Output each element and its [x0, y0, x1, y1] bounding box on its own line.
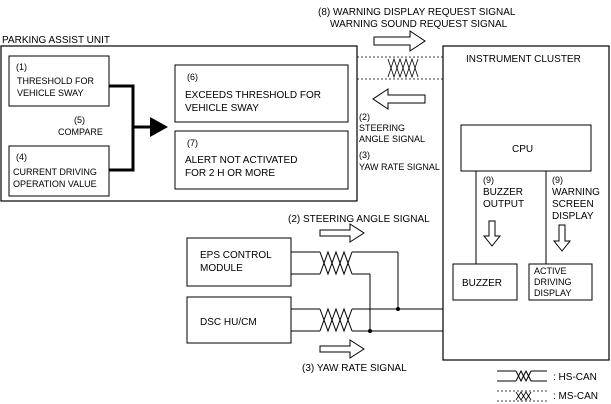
- eps-line2: MODULE: [200, 263, 243, 274]
- steering-signal-line1: STEERING: [359, 123, 405, 133]
- exceeds-threshold-number: (6): [187, 72, 198, 82]
- dsc-hs-can-link: [291, 307, 443, 333]
- legend-ms-can-label: : MS-CAN: [553, 391, 598, 402]
- warning-display-line1: WARNING: [552, 187, 600, 198]
- compare-label: COMPARE: [58, 127, 103, 137]
- active-driving-line2: DRIVING: [534, 277, 572, 287]
- legend-hs-can-symbol: [497, 369, 547, 383]
- alert-not-activated-box: [174, 130, 349, 190]
- ms-can-link: [357, 56, 443, 80]
- current-driving-line2: OPERATION VALUE: [13, 179, 97, 189]
- instrument-cluster-box: [442, 45, 610, 361]
- buzzer-output-arrow: [482, 220, 502, 247]
- warning-request-signal-label: (8) WARNING DISPLAY REQUEST SIGNAL: [318, 7, 516, 18]
- alert-not-activated-line1: ALERT NOT ACTIVATED: [185, 155, 297, 166]
- cpu-label: CPU: [512, 144, 533, 155]
- buzzer-output-line1: BUZZER: [483, 187, 523, 198]
- buzzer-output-line2: OUTPUT: [483, 199, 524, 210]
- steering-signal-arrow: [319, 223, 365, 243]
- parking-assist-unit-box: [0, 45, 358, 202]
- legend-hs-can-label: : HS-CAN: [553, 372, 597, 383]
- compare-number: (5): [74, 115, 85, 125]
- legend-ms-can-symbol: [497, 390, 547, 402]
- alert-not-activated-line2: FOR 2 H OR MORE: [185, 168, 275, 179]
- eps-line1: EPS CONTROL: [200, 250, 272, 261]
- active-driving-line3: DISPLAY: [534, 288, 571, 298]
- junction-dot-low: [368, 329, 372, 333]
- compare-arrow-head: [150, 117, 168, 137]
- alert-not-activated-number: (7): [187, 138, 198, 148]
- current-driving-line1: CURRENT DRIVING: [13, 167, 97, 177]
- yaw-signal-line1: YAW RATE SIGNAL: [359, 162, 440, 172]
- steering-yaw-input-arrow: [372, 88, 426, 110]
- active-driving-display-box: [528, 263, 593, 301]
- eps-control-module-box: [186, 237, 292, 287]
- buzzer-box: [452, 263, 518, 301]
- warning-sound-signal-label: WARNING SOUND REQUEST SIGNAL: [330, 19, 508, 30]
- threshold-box: [8, 55, 110, 107]
- exceeds-threshold-line2: VEHICLE SWAY: [185, 103, 259, 114]
- threshold-box-line2: VEHICLE SWAY: [17, 88, 84, 98]
- yaw-signal-number: (3): [359, 150, 370, 160]
- warning-signal-arrow: [373, 30, 426, 52]
- yaw-signal-arrow: [319, 339, 365, 359]
- warning-display-line3: DISPLAY: [552, 211, 594, 222]
- buzzer-output-number: (9): [483, 175, 494, 185]
- parking-assist-unit-title: PARKING ASSIST UNIT: [2, 35, 110, 46]
- exceeds-threshold-line1: EXCEEDS THRESHOLD FOR: [185, 90, 321, 101]
- compare-bracket: [109, 84, 135, 172]
- steering-signal-line2: ANGLE SIGNAL: [359, 134, 425, 144]
- junction-dot-high: [396, 307, 400, 311]
- dsc-hu-cm-box: [186, 296, 292, 344]
- steering-signal-number: (2): [359, 112, 370, 122]
- warning-display-number: (9): [552, 175, 563, 185]
- warning-display-line2: SCREEN: [552, 199, 594, 210]
- warning-display-arrow: [552, 224, 572, 252]
- exceeds-threshold-box: [174, 64, 349, 123]
- threshold-box-line1: THRESHOLD FOR: [17, 76, 95, 86]
- buzzer-label: BUZZER: [462, 278, 502, 289]
- yaw-signal-bottom-label: (3) YAW RATE SIGNAL: [302, 363, 407, 374]
- active-driving-line1: ACTIVE: [534, 266, 567, 276]
- instrument-cluster-title: INSTRUMENT CLUSTER: [466, 54, 581, 65]
- threshold-box-number: (1): [16, 62, 27, 72]
- steering-signal-bottom-label: (2) STEERING ANGLE SIGNAL: [288, 214, 430, 225]
- cpu-box: [460, 124, 592, 172]
- eps-hs-can-link: [291, 250, 398, 276]
- current-driving-number: (4): [16, 152, 27, 162]
- dsc-label: DSC HU/CM: [200, 317, 257, 328]
